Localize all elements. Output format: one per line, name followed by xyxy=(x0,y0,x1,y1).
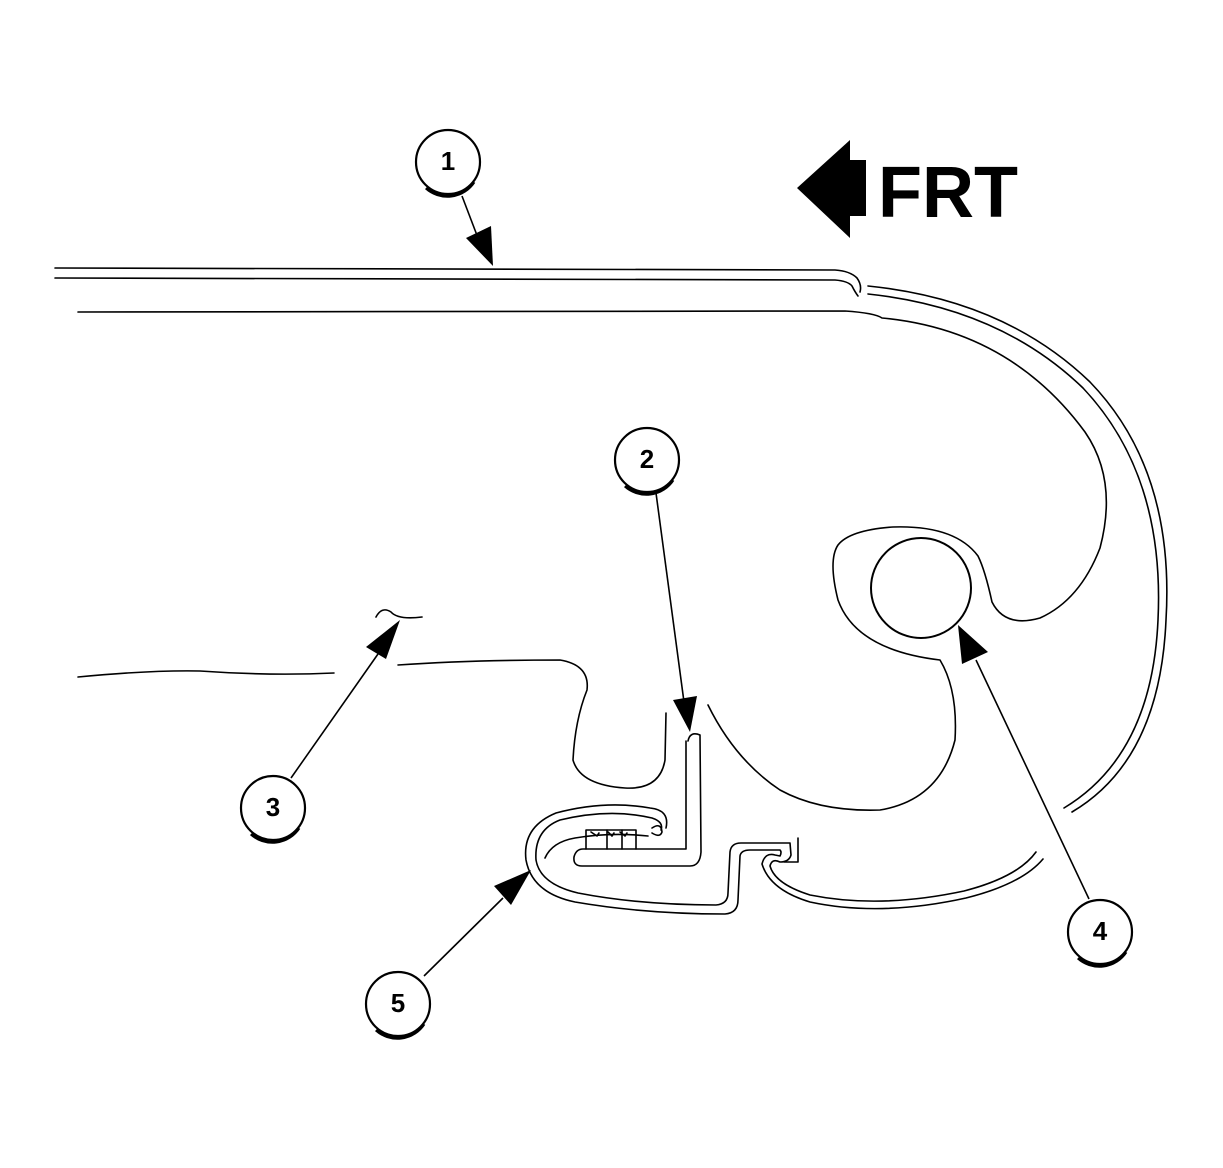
windshield-retainer xyxy=(524,804,1044,915)
weatherstrip-bulb xyxy=(870,537,972,639)
callout-number: 3 xyxy=(266,792,280,822)
leader-arrow-3 xyxy=(366,620,400,659)
leader-arrow-4 xyxy=(958,625,988,664)
callout-1: 1 xyxy=(414,128,482,198)
callout-3: 3 xyxy=(239,774,307,844)
roof-panel xyxy=(54,267,862,297)
leader-line-3 xyxy=(290,653,379,779)
roof-inner-panel xyxy=(77,310,1108,811)
callout-2: 2 xyxy=(613,426,681,496)
callout-number: 1 xyxy=(441,146,455,176)
callout-number: 2 xyxy=(640,444,654,474)
front-direction-indicator: FRT xyxy=(797,140,1018,238)
callout-5: 5 xyxy=(364,970,432,1040)
callout-number: 4 xyxy=(1093,916,1108,946)
leader-arrow-2 xyxy=(673,696,697,732)
leader-arrow-5 xyxy=(494,870,531,905)
leader-line-4 xyxy=(975,659,1090,900)
leader-line-5 xyxy=(423,897,504,977)
reveal-molding-flange xyxy=(573,733,702,867)
leader-line-2 xyxy=(655,492,685,703)
leader-lines xyxy=(290,195,1090,977)
windshield-frame-outer xyxy=(867,285,1168,813)
callout-4: 4 xyxy=(1066,898,1134,968)
callout-number: 5 xyxy=(391,988,405,1018)
leader-line-1 xyxy=(461,195,479,239)
front-arrow-icon xyxy=(797,140,866,238)
headliner xyxy=(77,609,667,789)
leader-arrow-1 xyxy=(466,226,493,266)
front-label: FRT xyxy=(878,153,1018,233)
